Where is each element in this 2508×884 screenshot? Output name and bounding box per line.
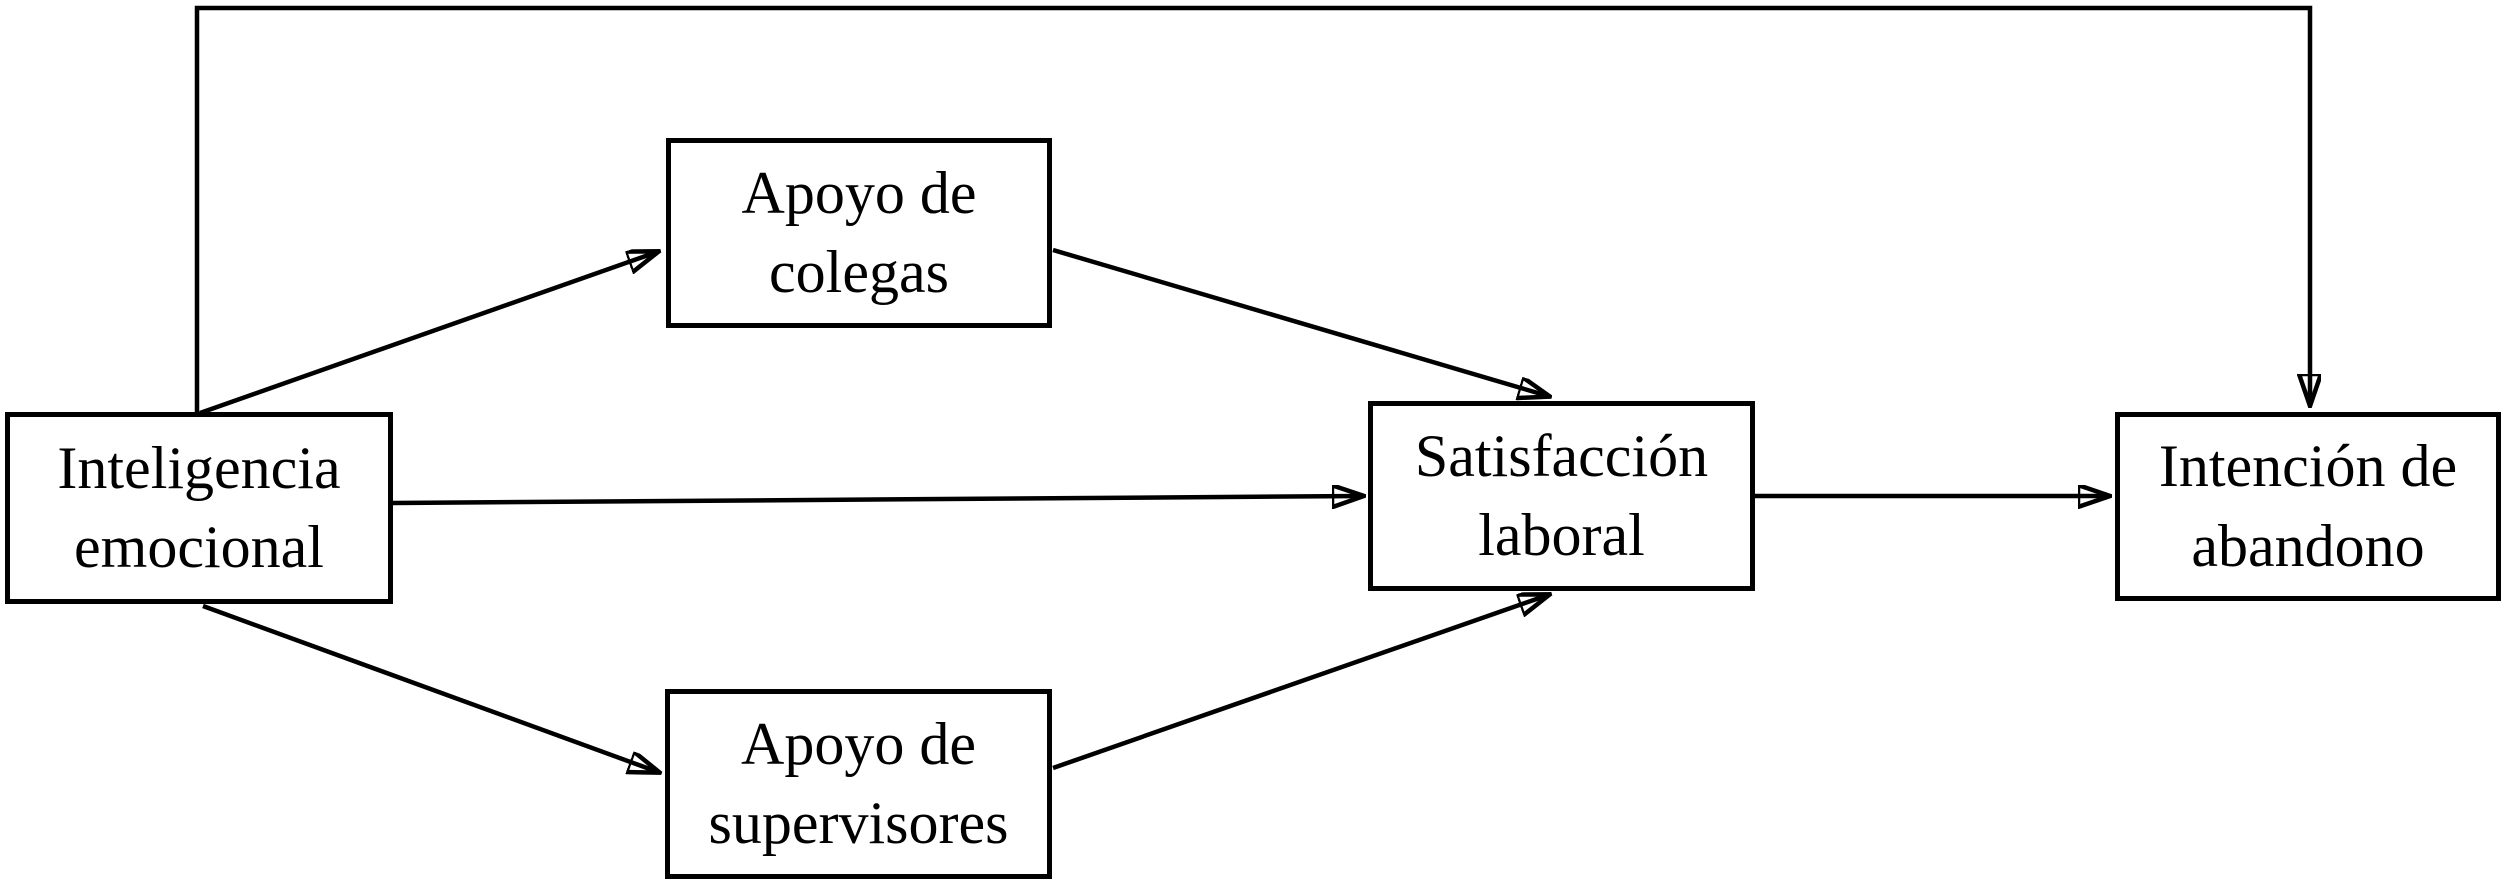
node-apoyo-colegas: Apoyo de colegas [666, 138, 1052, 328]
arrow-colegas-to-satisfaccion [1052, 247, 1548, 396]
arrow-ie-to-satisfaccion [392, 496, 1362, 503]
arrow-supervisores-to-satisfaccion [1052, 595, 1548, 771]
node-inteligencia-emocional: Inteligencia emocional [5, 412, 393, 604]
arrow-ie-to-supervisores [202, 603, 658, 772]
node-apoyo-supervisores: Apoyo de supervisores [665, 689, 1052, 879]
arrow-ie-to-intencion [194, 5, 2310, 412]
arrow-ie-to-colegas [199, 252, 657, 416]
node-satisfaccion-laboral: Satisfacción laboral [1368, 401, 1755, 591]
node-intencion-abandono: Intención de abandono [2115, 412, 2501, 601]
